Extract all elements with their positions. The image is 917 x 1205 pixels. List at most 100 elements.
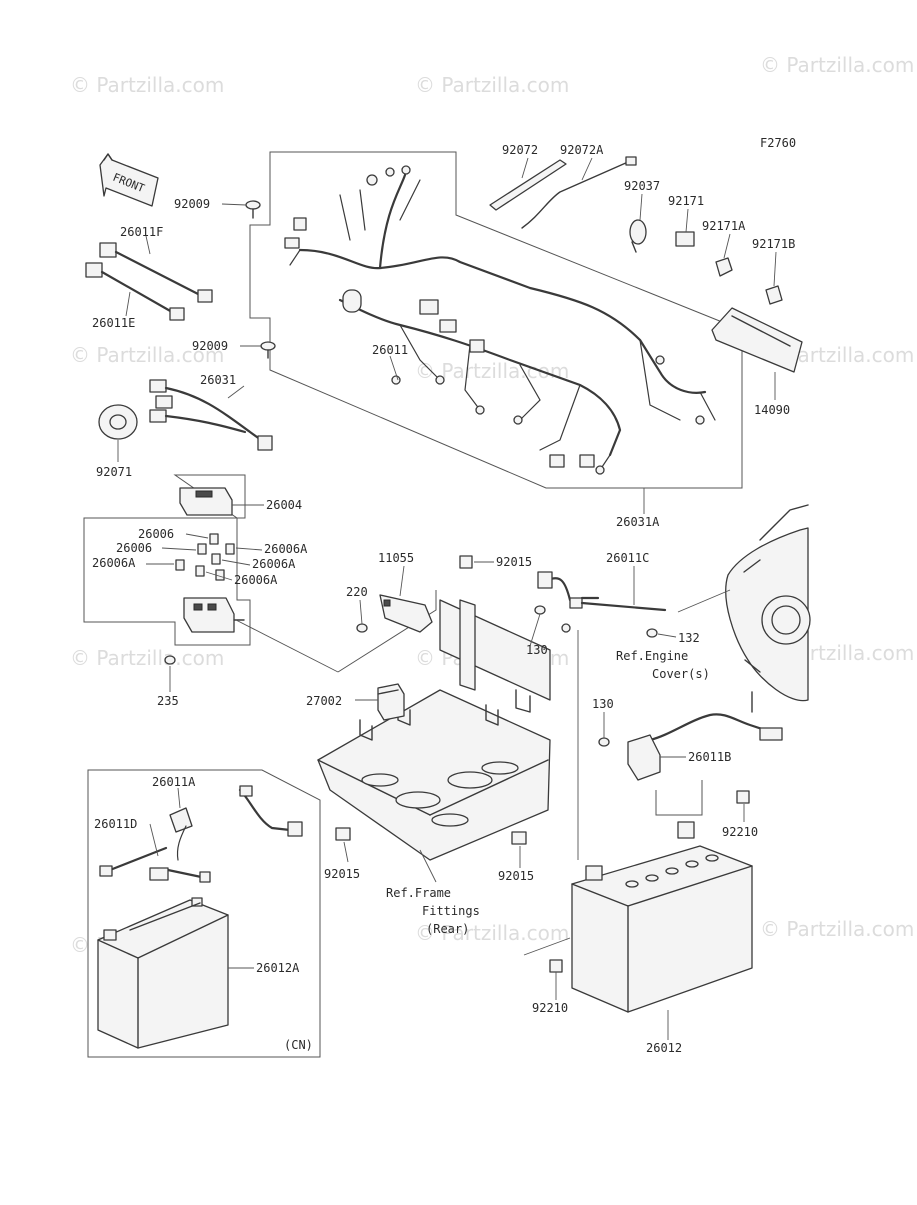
part-label-132: 132 — [678, 631, 700, 645]
battery-26012A — [97, 897, 229, 1049]
ref-engine-line2: Cover(s) — [652, 667, 710, 681]
part-label-11055: 11055 — [378, 551, 414, 565]
part-label-92072: 92072 — [502, 143, 538, 157]
part-label-220: 220 — [346, 585, 368, 599]
watermark: © Partzilla.com — [760, 917, 914, 941]
nut-92210-upper — [736, 790, 750, 804]
cable-tie-92072 — [489, 159, 567, 211]
fuse-holder — [183, 597, 245, 633]
ref-frame-line3: (Rear) — [426, 922, 469, 936]
part-label-26011A: 26011A — [152, 775, 196, 789]
ref-frame-line2: Fittings — [422, 904, 480, 918]
part-label-26011D: 26011D — [94, 817, 137, 831]
lead-26011A — [169, 785, 303, 861]
leader-line — [655, 780, 703, 816]
part-label-92037: 92037 — [624, 179, 660, 193]
part-label-26004: 26004 — [266, 498, 302, 512]
part-label-26006: 26006 — [116, 541, 152, 555]
clip-92015-right — [511, 831, 527, 845]
bracket-11055 — [379, 594, 433, 633]
part-label-92171B: 92171B — [752, 237, 795, 251]
screw-92009-lower — [260, 341, 276, 359]
ref-frame-line1: Ref.Frame — [386, 886, 451, 900]
reference-notes: Ref.Engine Cover(s) Ref.Frame Fittings (… — [386, 649, 710, 936]
part-label-14090: 14090 — [754, 403, 790, 417]
cn-battery-frame — [87, 769, 321, 1058]
leader-line — [677, 589, 731, 613]
part-label-26011B: 26011B — [688, 750, 731, 764]
clamp-92171 — [675, 231, 695, 247]
part-label-26006A: 26006A — [252, 557, 296, 571]
part-label-26031: 26031 — [200, 373, 236, 387]
engine-cover — [725, 504, 811, 702]
leader-lines — [117, 157, 777, 1040]
clip-92015-left — [335, 827, 351, 841]
grommet-92071 — [98, 404, 138, 440]
part-label-92015: 92015 — [498, 869, 534, 883]
sub-harness-26011E — [85, 262, 185, 321]
battery-26012 — [571, 821, 753, 1013]
leader-line — [235, 619, 339, 673]
ref-engine-line1: Ref.Engine — [616, 649, 688, 663]
lead-26011C — [537, 571, 667, 633]
cover-14090 — [711, 307, 803, 373]
part-label-92009: 92009 — [174, 197, 210, 211]
relay-27002 — [377, 683, 405, 721]
part-label-92210: 92210 — [532, 1001, 568, 1015]
part-label-26011E: 26011E — [92, 316, 135, 330]
part-label-130: 130 — [592, 697, 614, 711]
fuses — [175, 533, 235, 581]
bolt-130-lower — [598, 737, 610, 747]
watermark: © Partzilla.com — [415, 73, 569, 97]
cable-tie-92072A — [521, 156, 637, 229]
part-labels: 92072 92072A 92037 92171 92171A 92171B 1… — [92, 143, 795, 1055]
watermark: © Partzilla.com — [70, 646, 224, 670]
part-label-92015: 92015 — [324, 867, 360, 881]
nut-92210-lower — [549, 959, 563, 973]
part-label-235: 235 — [157, 694, 179, 708]
part-label-27002: 27002 — [306, 694, 342, 708]
part-label-92009: 92009 — [192, 339, 228, 353]
clip-92015-top — [459, 555, 473, 569]
part-label-92015: 92015 — [496, 555, 532, 569]
part-label-92072A: 92072A — [560, 143, 604, 157]
part-label-26006A: 26006A — [234, 573, 278, 587]
part-label-92171A: 92171A — [702, 219, 746, 233]
part-label-26031A: 26031A — [616, 515, 660, 529]
part-label-130: 130 — [526, 643, 548, 657]
leader-line — [337, 590, 437, 673]
part-label-26011: 26011 — [372, 343, 408, 357]
part-label-cn: (CN) — [284, 1038, 313, 1052]
bolt-130-upper — [534, 605, 546, 615]
sub-harness-26031 — [149, 379, 273, 451]
sub-harness-26011F — [99, 242, 213, 303]
part-label-92071: 92071 — [96, 465, 132, 479]
part-label-26006: 26006 — [138, 527, 174, 541]
fuse-box-cover-26004 — [179, 487, 233, 516]
part-label-92210: 92210 — [722, 825, 758, 839]
part-label-26012: 26012 — [646, 1041, 682, 1055]
screw-92009-upper — [245, 200, 261, 219]
clamp-92037 — [629, 219, 647, 253]
battery-tray — [317, 599, 551, 861]
watermark: © Partzilla.com — [70, 343, 224, 367]
bolt-132 — [646, 628, 658, 638]
part-label-26006A: 26006A — [264, 542, 308, 556]
fuse-box-frame — [83, 474, 251, 646]
clamp-92171B — [765, 285, 783, 305]
watermark: © Partzilla.com — [415, 921, 569, 945]
part-label-26011F: 26011F — [120, 225, 163, 239]
main-harness — [284, 165, 716, 475]
harness-frame — [249, 151, 743, 489]
part-label-26006A: 26006A — [92, 556, 136, 570]
front-arrow-icon: FRONT — [99, 153, 159, 207]
figure-code: F2760 — [760, 136, 796, 150]
part-label-92171: 92171 — [668, 194, 704, 208]
screw-235 — [164, 655, 176, 665]
watermark: © Partzilla.com — [70, 73, 224, 97]
part-label-26012A: 26012A — [256, 961, 300, 975]
lead-26011B — [627, 691, 783, 781]
part-label-26011C: 26011C — [606, 551, 649, 565]
